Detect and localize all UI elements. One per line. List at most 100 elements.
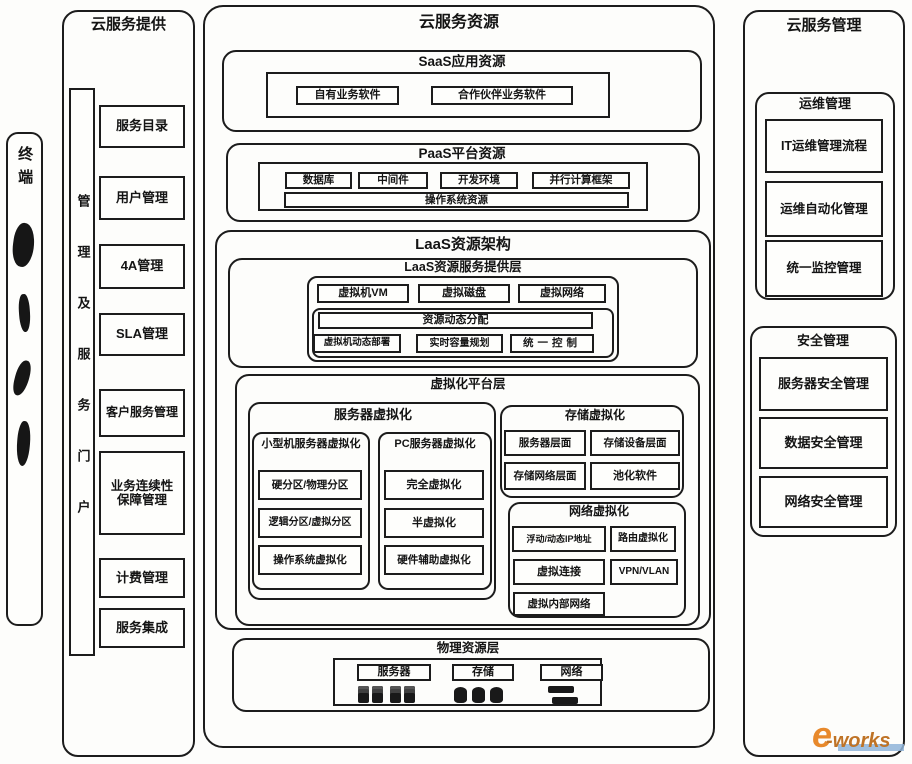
eworks-logo-e: e	[812, 714, 832, 755]
parallel-computing-box: 并行计算框架	[532, 172, 630, 189]
realtime-capacity-box: 实时容量规划	[416, 334, 503, 353]
partner-business-software-box: 合作伙伴业务软件	[431, 86, 573, 105]
center-panel-title: 云服务资源	[418, 14, 499, 31]
storage-virtualization-group	[500, 405, 684, 498]
service-integration-box: 服务集成	[99, 608, 185, 648]
server-virtualization-group	[248, 402, 496, 600]
eworks-watermark: e-works	[812, 714, 910, 758]
business-continuity-box: 业务连续性保障管理	[99, 451, 185, 535]
server-icon	[404, 686, 415, 703]
pc-server-virtualization-group	[378, 432, 492, 590]
minicomputer-virtualization-group	[252, 432, 370, 590]
physical-resource-layer	[232, 638, 710, 712]
os-virtualization-box: 操作系统虚拟化	[258, 545, 362, 575]
network-box: 网络	[540, 664, 603, 681]
iaas-title: LaaS资源架构	[415, 236, 511, 253]
customer-service-box: 客户服务管理	[99, 389, 185, 437]
virtual-connection-box: 虚拟连接	[513, 559, 605, 585]
watermark-underline	[838, 744, 904, 751]
logical-partition-box: 逻辑分区/虚拟分区	[258, 508, 362, 538]
storage-network-level-box: 存储网络层面	[504, 462, 586, 490]
full-virtualization-box: 完全虚拟化	[384, 470, 484, 500]
unified-control-box: 统一控制	[510, 334, 594, 353]
storage-icon	[472, 687, 485, 703]
resource-allocation-group	[312, 308, 614, 358]
it-om-process-box: IT运维管理流程	[765, 119, 883, 173]
pooling-software-box: 池化软件	[590, 462, 680, 490]
physical-inner-frame	[333, 658, 602, 706]
service-catalog-box: 服务目录	[99, 105, 185, 148]
network-virtualization-title: 网络虚拟化	[568, 504, 629, 518]
virtualization-platform-layer	[235, 374, 700, 626]
om-management-group	[755, 92, 895, 300]
virtual-network-box: 虚拟网络	[518, 284, 606, 303]
network-virtualization-group	[508, 502, 686, 618]
server-security-box: 服务器安全管理	[759, 357, 888, 411]
paas-inner-frame	[258, 162, 648, 211]
routing-virtualization-box: 路由虚拟化	[610, 526, 676, 552]
network-security-box: 网络安全管理	[759, 476, 888, 528]
minicomputer-virtualization-title: 小型机服务器虚拟化	[261, 438, 361, 450]
vpn-vlan-box: VPN/VLAN	[610, 559, 678, 585]
resource-allocation-title-bar: 资源动态分配	[318, 312, 593, 329]
portal-label: 管理及服务门户	[75, 193, 91, 551]
om-management-title: 运维管理	[798, 96, 851, 111]
portal-bar: 管理及服务门户	[69, 88, 95, 656]
iaas-service-inner-frame	[307, 276, 619, 362]
saas-section	[222, 50, 702, 132]
virtual-disk-box: 虚拟磁盘	[418, 284, 510, 303]
iaas-service-layer	[228, 258, 698, 368]
eworks-logo-text: -works	[826, 730, 891, 752]
security-management-group	[750, 326, 897, 537]
security-management-title: 安全管理	[796, 333, 849, 348]
4a-management-box: 4A管理	[99, 244, 185, 289]
right-panel-title: 云服务管理	[786, 17, 862, 34]
cloud-service-management-panel	[743, 10, 905, 757]
storage-device-level-box: 存储设备层面	[590, 430, 680, 456]
own-business-software-box: 自有业务软件	[296, 86, 399, 105]
vm-dynamic-deploy-box: 虚拟机动态部署	[313, 334, 401, 353]
saas-title: SaaS应用资源	[418, 54, 506, 69]
iaas-service-layer-title: LaaS资源服务提供层	[404, 260, 522, 274]
server-icon	[390, 686, 401, 703]
paas-section	[226, 143, 700, 222]
network-icon	[552, 697, 578, 704]
server-icon	[372, 686, 383, 703]
pc-server-virtualization-title: PC服务器虚拟化	[394, 438, 476, 450]
virtual-internal-network-box: 虚拟内部网络	[513, 592, 605, 616]
database-box: 数据库	[285, 172, 352, 189]
terminal-label: 终端	[16, 146, 34, 192]
server-virtualization-title: 服务器虚拟化	[333, 407, 412, 422]
storage-icon	[454, 687, 467, 703]
network-icon	[548, 686, 574, 693]
billing-management-box: 计费管理	[99, 558, 185, 598]
os-resources-bar: 操作系统资源	[284, 192, 629, 208]
cloud-service-resources-panel	[203, 5, 715, 748]
storage-box: 存储	[452, 664, 514, 681]
user-management-box: 用户管理	[99, 176, 185, 220]
servers-box: 服务器	[357, 664, 431, 681]
sla-management-box: SLA管理	[99, 313, 185, 356]
om-automation-box: 运维自动化管理	[765, 181, 883, 237]
storage-virtualization-title: 存储虚拟化	[564, 408, 625, 422]
cloud-service-provision-panel	[62, 10, 195, 757]
terminal-panel: 终端	[6, 132, 43, 626]
saas-inner-frame	[266, 72, 610, 118]
virtualization-layer-title: 虚拟化平台层	[430, 377, 506, 391]
dev-environment-box: 开发环境	[440, 172, 518, 189]
unified-monitoring-box: 统一监控管理	[765, 240, 883, 297]
data-security-box: 数据安全管理	[759, 417, 888, 469]
paas-title: PaaS平台资源	[418, 146, 506, 161]
server-level-box: 服务器层面	[504, 430, 586, 456]
middleware-box: 中间件	[358, 172, 428, 189]
left-panel-title: 云服务提供	[90, 16, 166, 33]
storage-icon	[490, 687, 503, 703]
hard-partition-box: 硬分区/物理分区	[258, 470, 362, 500]
server-icon	[358, 686, 369, 703]
para-virtualization-box: 半虚拟化	[384, 508, 484, 538]
floating-ip-box: 浮动/动态IP地址	[512, 526, 606, 552]
virtual-machine-box: 虚拟机VM	[317, 284, 409, 303]
hardware-assisted-box: 硬件辅助虚拟化	[384, 545, 484, 575]
physical-layer-title: 物理资源层	[436, 641, 500, 655]
